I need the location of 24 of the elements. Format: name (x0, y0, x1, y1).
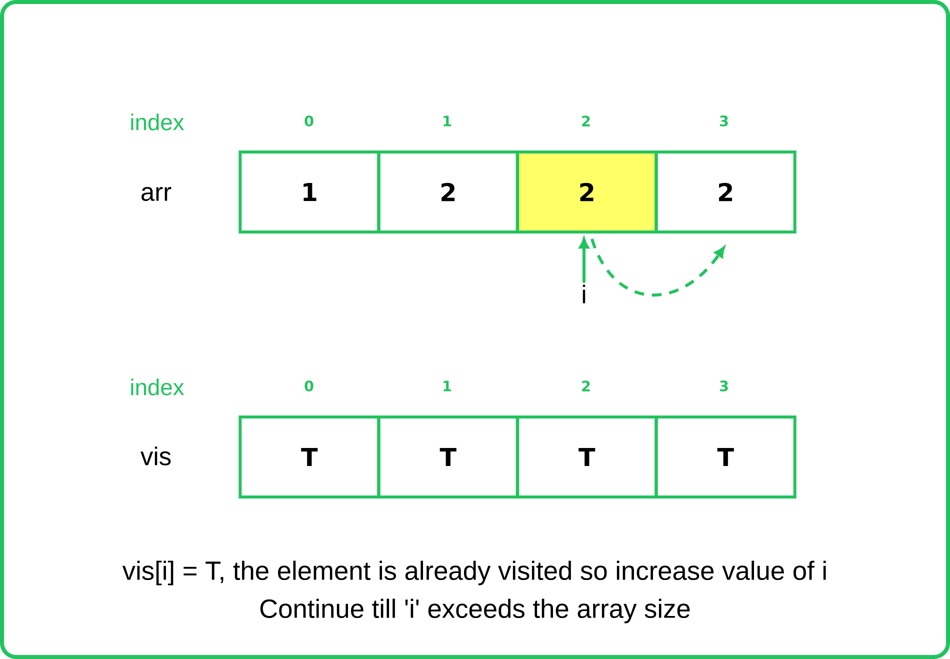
index-number: 1 (444, 116, 452, 126)
index-number: 2 (582, 380, 590, 392)
array-cell: T (377, 416, 519, 498)
index-number: 0 (304, 116, 314, 126)
index-heading: index (131, 114, 184, 130)
curved-arrow (590, 238, 725, 296)
array-cell: T (654, 416, 796, 498)
caption-text: Continue till 'i' exceeds the array size (260, 598, 690, 624)
index-number: 2 (582, 116, 590, 126)
array-cell: 2 (516, 150, 658, 234)
index-heading: index (131, 378, 184, 396)
index-number: 1 (444, 380, 452, 392)
array-cell: 1 (238, 150, 380, 234)
array-name: vis (140, 446, 171, 466)
caption-text: vis[i] = T, the element is already visited so increase value of i (122, 560, 826, 586)
array-cell: 2 (377, 150, 519, 234)
index-number: 3 (720, 116, 728, 126)
variable-label: i (582, 284, 586, 304)
array-cell: 2 (654, 150, 796, 234)
array-cell: T (516, 416, 658, 498)
array-cell: T (238, 416, 380, 498)
index-number: 3 (720, 380, 728, 392)
array-name: arr (142, 187, 172, 201)
index-number: 0 (304, 380, 314, 392)
